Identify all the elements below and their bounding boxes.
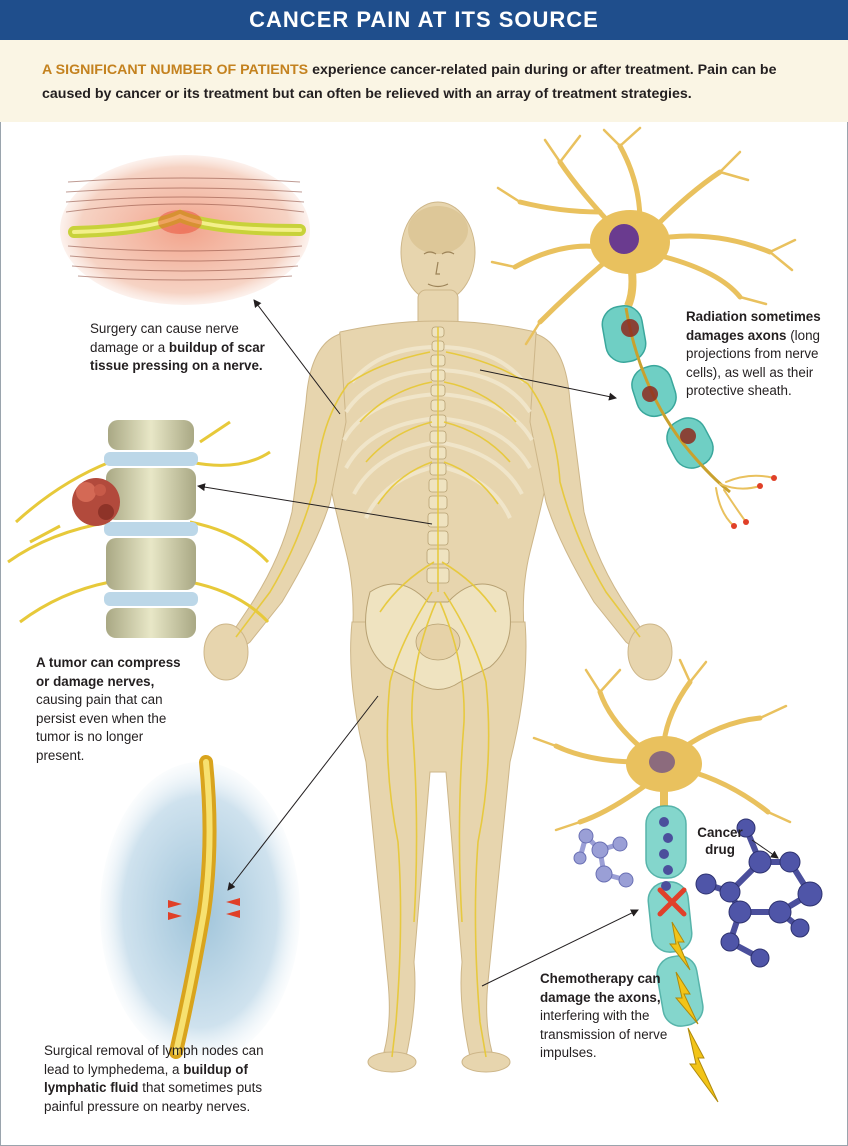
title-bar: CANCER PAIN AT ITS SOURCE (0, 0, 848, 40)
cancer-drug-molecule (573, 818, 823, 968)
intro-lead: A SIGNIFICANT NUMBER OF PATIENTS (42, 62, 309, 78)
caption-radiation-text: (long projections from nerve cells), as … (686, 327, 820, 399)
intro-body: experience cancer-related pain during or… (42, 62, 777, 102)
caption-radiation: Radiation sometimes damages axons (long … (686, 308, 834, 401)
caption-lymph-post: that sometimes puts painful pressure on … (44, 1080, 263, 1114)
caption-tumor: A tumor can compress or damage nerves, c… (36, 654, 188, 765)
illustration-stage: Surgery can cause nerve damage or a buil… (0, 122, 848, 1146)
pressure-arrows (168, 898, 240, 920)
spine-tumor-inset (7, 420, 271, 638)
caption-lymph-text: Surgical removal of lymph nodes can lead… (44, 1043, 264, 1077)
leader-surgery (253, 299, 341, 415)
leader-tumor (197, 483, 433, 525)
caption-surgery-text: Surgery can cause nerve damage or a (90, 321, 239, 355)
leader-drug (751, 839, 779, 859)
intro-text: A SIGNIFICANT NUMBER OF PATIENTS experie… (42, 58, 812, 106)
caption-tumor-bold: A tumor can compress or damage nerves, (36, 655, 181, 689)
leader-lines (197, 299, 779, 987)
chemo-axon (645, 805, 719, 1103)
leader-radiation (479, 369, 617, 401)
caption-chemo: Chemotherapy can damage the axons, inter… (540, 970, 670, 1063)
lymphedema-inset (100, 755, 300, 1062)
caption-surgery: Surgery can cause nerve damage or a buil… (90, 320, 290, 376)
caption-radiation-bold: Radiation sometimes damages axons (686, 309, 821, 343)
tumor-mass (72, 478, 120, 526)
scar-tissue-inset (60, 155, 310, 305)
caption-lymph: Surgical removal of lymph nodes can lead… (44, 1042, 284, 1116)
anatomy-illustration (7, 126, 823, 1103)
caption-chemo-text: interfering with the transmission of ner… (540, 1008, 668, 1060)
caption-chemo-bold: Chemotherapy can damage the axons, (540, 971, 661, 1005)
intro-banner: A SIGNIFICANT NUMBER OF PATIENTS experie… (0, 40, 848, 122)
caption-surgery-bold: buildup of scar tissue pressing on a ner… (90, 339, 265, 374)
chemo-neuron (532, 658, 823, 1103)
leader-chemo (481, 909, 639, 987)
radiation-neuron (490, 126, 797, 529)
caption-tumor-text: causing pain that can persist even when … (36, 692, 167, 763)
human-figure (203, 201, 673, 1073)
caption-lymph-bold: buildup of lymphatic fluid (44, 1061, 248, 1096)
cancer-drug-label: Cancer drug (697, 825, 743, 857)
leader-lymph (227, 695, 379, 891)
radiation-axon (601, 305, 731, 494)
page-title: CANCER PAIN AT ITS SOURCE (249, 7, 599, 32)
